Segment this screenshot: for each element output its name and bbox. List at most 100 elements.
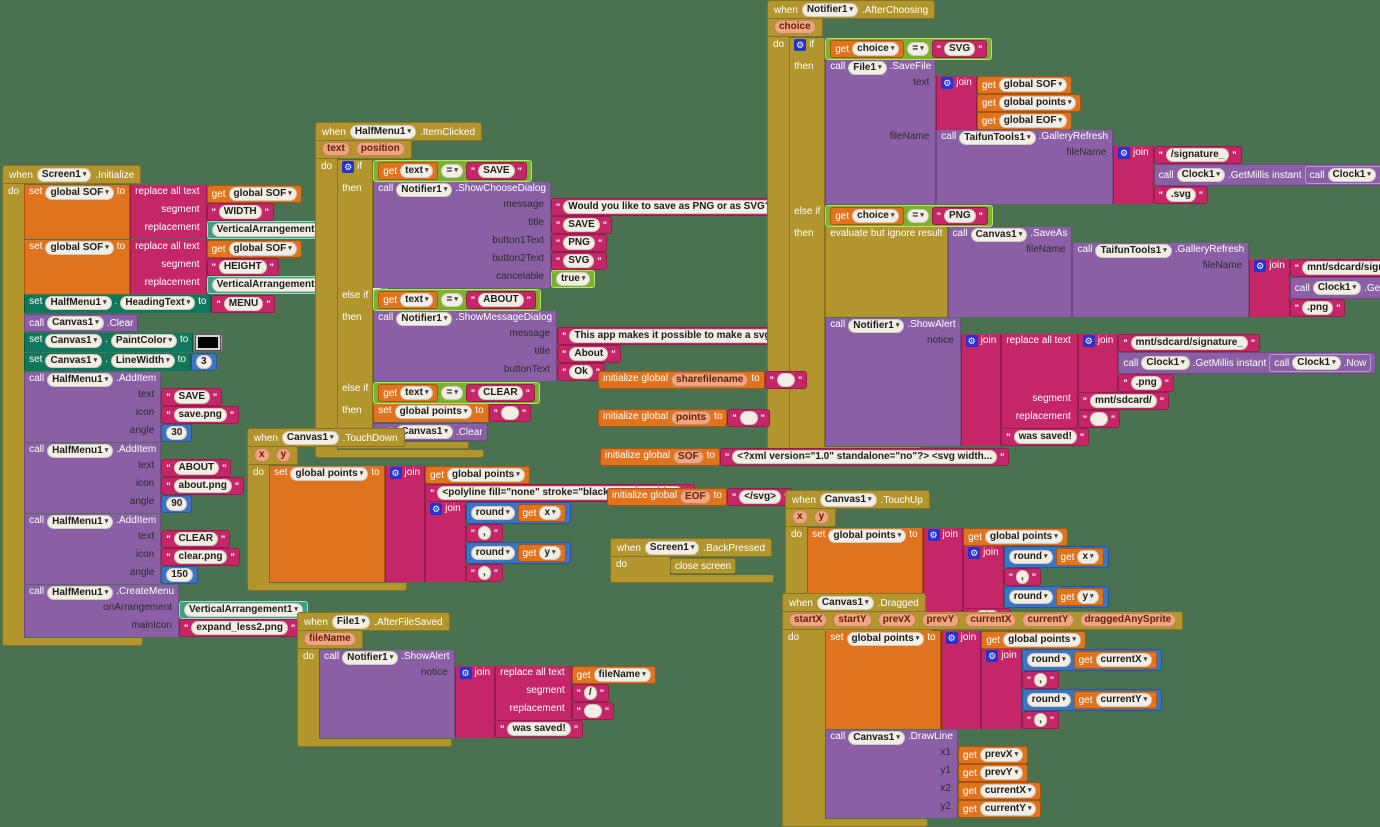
component-dropdown[interactable]: Notifier1▾ [342, 651, 399, 665]
component-dropdown[interactable]: VerticalArrangement1▾ [184, 603, 303, 617]
text-block[interactable]: ".png" [1289, 299, 1346, 317]
property-dropdown[interactable]: LineWidth▾ [110, 354, 175, 368]
number-block[interactable]: 150 [161, 566, 198, 584]
variable-dropdown[interactable]: global points▾ [394, 405, 473, 419]
text-block[interactable]: "expand_less2.png" [179, 619, 301, 637]
component-dropdown[interactable]: TaifunTools1▾ [1095, 244, 1172, 258]
math-dropdown[interactable]: round▾ [1008, 590, 1053, 604]
color-value[interactable] [195, 334, 222, 351]
number-block[interactable]: 30 [161, 424, 193, 442]
text-value[interactable]: , [477, 566, 491, 580]
operator-dropdown[interactable]: =▾ [441, 164, 463, 178]
variable-dropdown[interactable]: global points▾ [1003, 633, 1081, 647]
text-value[interactable]: MENU [223, 297, 264, 311]
math-dropdown[interactable]: round▾ [1026, 693, 1071, 707]
text-value[interactable]: .png [1302, 301, 1334, 315]
number-value[interactable]: 3 [196, 355, 212, 369]
number-value[interactable]: 150 [166, 568, 193, 582]
component-dropdown[interactable]: Notifier1▾ [396, 183, 453, 197]
empty-text-value[interactable] [739, 411, 758, 425]
boolean-block[interactable]: true▾ [550, 270, 596, 288]
operator-dropdown[interactable]: =▾ [441, 293, 463, 307]
text-block[interactable]: "mnt/sdcard/" [1077, 392, 1170, 410]
empty-text-value[interactable] [1090, 412, 1109, 426]
component-dropdown[interactable]: File1▾ [848, 61, 887, 75]
text-block[interactable]: "PNG" [931, 207, 988, 225]
component-dropdown[interactable]: Clock1▾ [1312, 281, 1362, 295]
param-pill[interactable]: y [275, 448, 292, 462]
variable-dropdown[interactable]: global SOF▾ [45, 241, 114, 255]
text-value[interactable]: CLEAR [173, 532, 218, 546]
text-block[interactable]: "," [465, 564, 504, 582]
text-value[interactable]: SVG [563, 254, 595, 268]
param-pill[interactable]: prevX [877, 613, 916, 627]
variable-dropdown[interactable]: x▾ [539, 506, 561, 520]
text-block[interactable]: "save.png" [161, 406, 240, 424]
text-value[interactable]: SAVE [478, 164, 515, 178]
math-dropdown[interactable]: round▾ [1008, 550, 1053, 564]
text-value[interactable]: mnt/sdcard/ [1090, 394, 1157, 408]
gear-icon[interactable]: ⚙ [968, 547, 981, 559]
text-block[interactable]: "HEIGHT" [206, 258, 279, 276]
component-dropdown[interactable]: HalfMenu1▾ [349, 125, 416, 139]
color-block[interactable] [193, 333, 224, 352]
variable-dropdown[interactable]: prevX▾ [979, 748, 1024, 762]
text-block[interactable]: "SAVE" [550, 216, 613, 234]
component-dropdown[interactable]: HalfMenu1▾ [45, 296, 112, 310]
gear-icon[interactable]: ⚙ [1118, 147, 1131, 159]
variable-dropdown[interactable]: global SOF▾ [228, 242, 297, 256]
param-pill[interactable]: currentX [965, 613, 1017, 627]
number-value[interactable]: 90 [166, 497, 188, 511]
component-dropdown[interactable]: Canvas1▾ [970, 228, 1028, 242]
variable-dropdown[interactable]: global points▾ [846, 632, 925, 646]
variable-dropdown[interactable]: choice▾ [852, 42, 900, 56]
text-block[interactable]: "This app makes it possible to make a sv… [557, 327, 835, 345]
text-value[interactable]: mnt/sdcard/signature_ [1302, 261, 1380, 275]
component-dropdown[interactable]: HalfMenu1▾ [47, 444, 114, 458]
gear-icon[interactable]: ⚙ [459, 667, 472, 679]
text-value[interactable]: /signature_ [1165, 148, 1230, 162]
text-value[interactable]: HEIGHT [218, 260, 267, 274]
param-pill[interactable]: x [792, 510, 808, 524]
param-pill[interactable]: position [355, 142, 405, 156]
component-dropdown[interactable]: Canvas1▾ [281, 431, 339, 445]
gear-icon[interactable]: ⚙ [965, 335, 978, 347]
variable-dropdown[interactable]: global SOF▾ [228, 187, 297, 201]
text-block[interactable]: "," [1021, 671, 1060, 689]
text-value[interactable]: clear.png [173, 550, 228, 564]
text-block[interactable]: "WIDTH" [206, 203, 274, 221]
text-block[interactable]: "," [1021, 711, 1060, 729]
operator-dropdown[interactable]: =▾ [907, 209, 929, 223]
variable-dropdown[interactable]: global points▾ [447, 468, 525, 482]
